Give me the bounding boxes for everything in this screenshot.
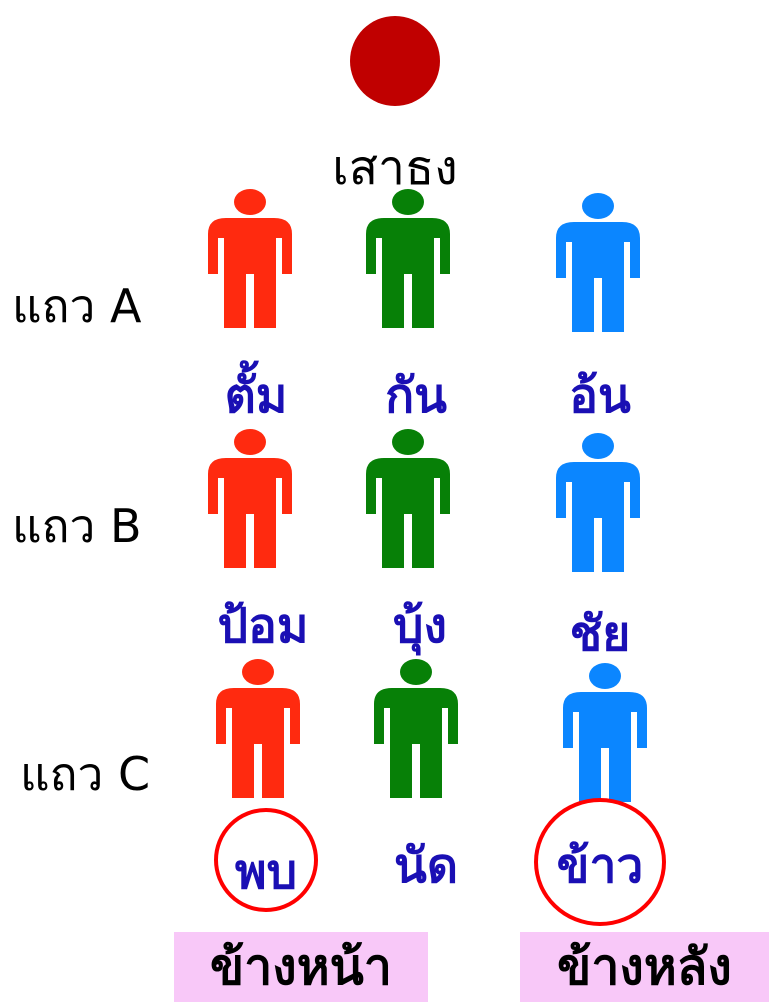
person-body [208, 218, 292, 328]
name-khao: ข้าว [556, 838, 644, 894]
person-body [216, 688, 300, 798]
person-body [556, 222, 640, 332]
name-phob: พบ [234, 844, 298, 900]
name-bung: บุ้ง [393, 598, 447, 654]
person-head [392, 429, 424, 455]
person-body [374, 688, 458, 798]
name-kan: กัน [385, 368, 447, 424]
person-body [366, 458, 450, 568]
name-tum: ตั้ม [224, 368, 288, 424]
name-on: อ้น [569, 368, 631, 424]
person-head [589, 663, 621, 689]
person-head [392, 189, 424, 215]
row-label-a: แถว A [12, 279, 142, 333]
person-head [400, 659, 432, 685]
person-body [556, 462, 640, 572]
person-icon-c2 [374, 659, 458, 798]
flagpole-label: เสาธง [332, 140, 458, 196]
row-label-b: แถว B [12, 499, 142, 553]
person-head [234, 189, 266, 215]
person-body [563, 692, 647, 802]
name-pom: ป้อม [217, 598, 309, 654]
name-chai: ชัย [569, 606, 631, 662]
person-icon-a3 [556, 193, 640, 332]
name-nat: นัด [394, 838, 458, 894]
person-body [208, 458, 292, 568]
flag-red-dot [350, 16, 440, 106]
person-icon-c1 [216, 659, 300, 798]
back-label: ข้างหลัง [557, 938, 732, 996]
person-head [582, 433, 614, 459]
front-box [174, 932, 428, 1002]
highlight-circle-phob [214, 808, 318, 912]
row-label-c: แถว C [20, 747, 151, 801]
person-icon-b1 [208, 429, 292, 568]
person-icon-b3 [556, 433, 640, 572]
person-icon-b2 [366, 429, 450, 568]
highlight-circle-khao [534, 798, 666, 926]
person-icon-a1 [208, 189, 292, 328]
person-icon-a2 [366, 189, 450, 328]
person-icon-c3 [563, 663, 647, 802]
front-label: ข้างหน้า [210, 938, 392, 996]
person-body [366, 218, 450, 328]
person-head [234, 429, 266, 455]
back-box [520, 932, 769, 1002]
person-head [242, 659, 274, 685]
person-head [582, 193, 614, 219]
